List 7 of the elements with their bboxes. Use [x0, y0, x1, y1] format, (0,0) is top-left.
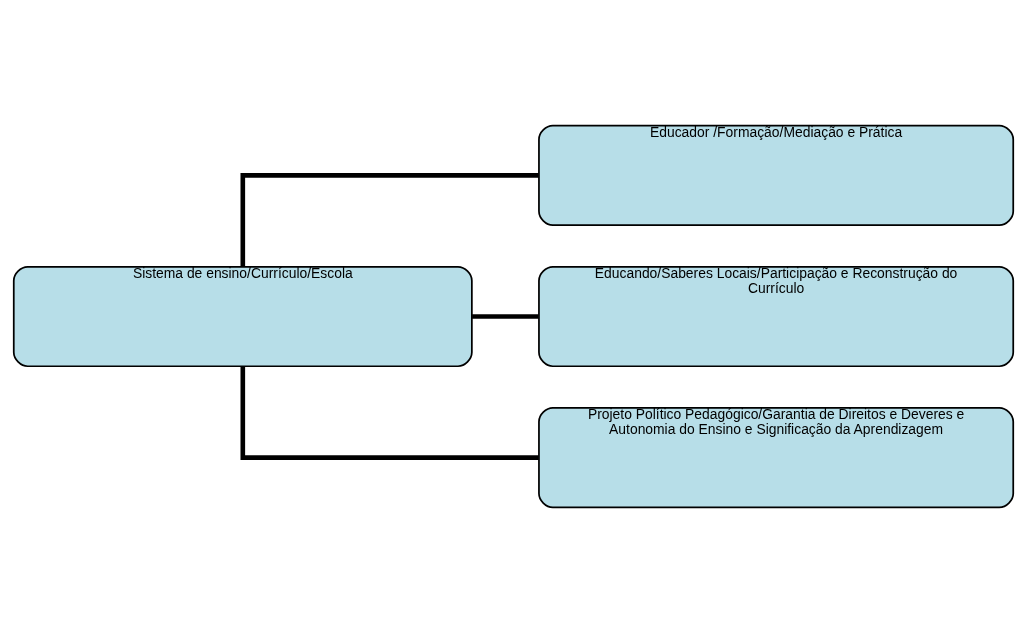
connector [240, 365, 539, 460]
node-box: Sistema de ensino/Currículo/Escola [12, 265, 473, 367]
node-box: Educando/Saberes Locais/Participação e Reconstrução do Currículo [538, 265, 1015, 367]
connector [240, 172, 539, 267]
node-box: Educador /Formação/Mediação e Prática [538, 124, 1015, 226]
connector [472, 313, 539, 319]
node-box: Projeto Político Pedagógico/Garantia de Direitos e Deveres e Autonomia do Ensino e Significação da Aprendizagem [538, 406, 1015, 508]
